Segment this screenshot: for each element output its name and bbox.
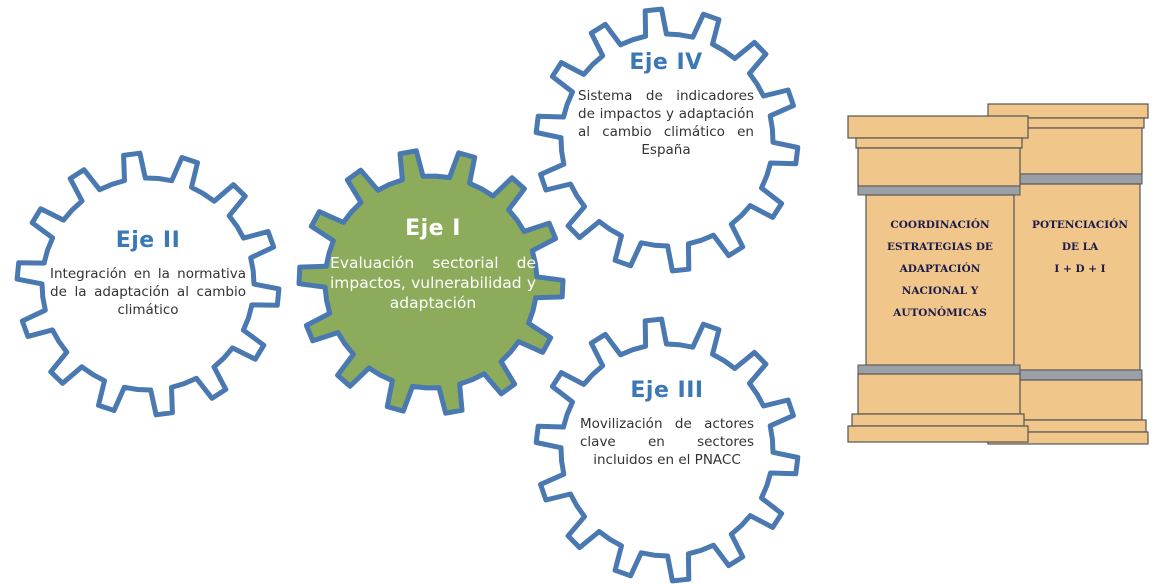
pillar-back-label: POTENCIACIÓN DE LA I + D + I bbox=[1014, 214, 1146, 280]
pillar-front-line: ADAPTACIÓN bbox=[899, 263, 981, 275]
eje-iii-label-group: Eje III Movilización de actores clave en… bbox=[580, 378, 754, 469]
pillar-front-line: ESTRATEGIAS DE bbox=[887, 241, 993, 253]
eje-i-title: Eje I bbox=[405, 216, 461, 241]
pillar-front-line: AUTONÓMICAS bbox=[893, 307, 987, 319]
eje-iv-description: Sistema de indicadores de impactos y ada… bbox=[578, 88, 754, 158]
pillar-front-line: COORDINACIÓN bbox=[890, 219, 990, 231]
pillar-front-label: COORDINACIÓN ESTRATEGIAS DE ADAPTACIÓN N… bbox=[866, 214, 1014, 324]
pillar-back-line: DE LA bbox=[1061, 241, 1099, 253]
eje-iii-title: Eje III bbox=[630, 378, 704, 403]
eje-ii-title: Eje II bbox=[115, 228, 181, 253]
gear-eje-iii bbox=[533, 316, 801, 584]
eje-iv-title: Eje IV bbox=[629, 50, 703, 75]
gear-eje-iv bbox=[533, 6, 801, 274]
pillar-back-line: POTENCIACIÓN bbox=[1032, 219, 1128, 231]
pillar-front-line: NACIONAL Y bbox=[901, 285, 979, 297]
pillar-front bbox=[847, 115, 1029, 443]
gear-eje-i bbox=[296, 148, 566, 416]
eje-iv-label-group: Eje IV Sistema de indicadores de impacto… bbox=[578, 50, 754, 159]
gear-eje-ii bbox=[14, 150, 282, 418]
pillar-back-line: I + D + I bbox=[1054, 263, 1106, 275]
eje-i-description: Evaluación sectorial de impactos, vulner… bbox=[330, 254, 536, 312]
eje-iii-description: Movilización de actores clave en sectore… bbox=[580, 416, 754, 468]
eje-i-label-group: Eje I Evaluación sectorial de impactos, … bbox=[330, 216, 536, 313]
eje-ii-description: Integración en la normativa de la adapta… bbox=[50, 266, 246, 318]
eje-ii-label-group: Eje II Integración en la normativa de la… bbox=[50, 228, 246, 319]
